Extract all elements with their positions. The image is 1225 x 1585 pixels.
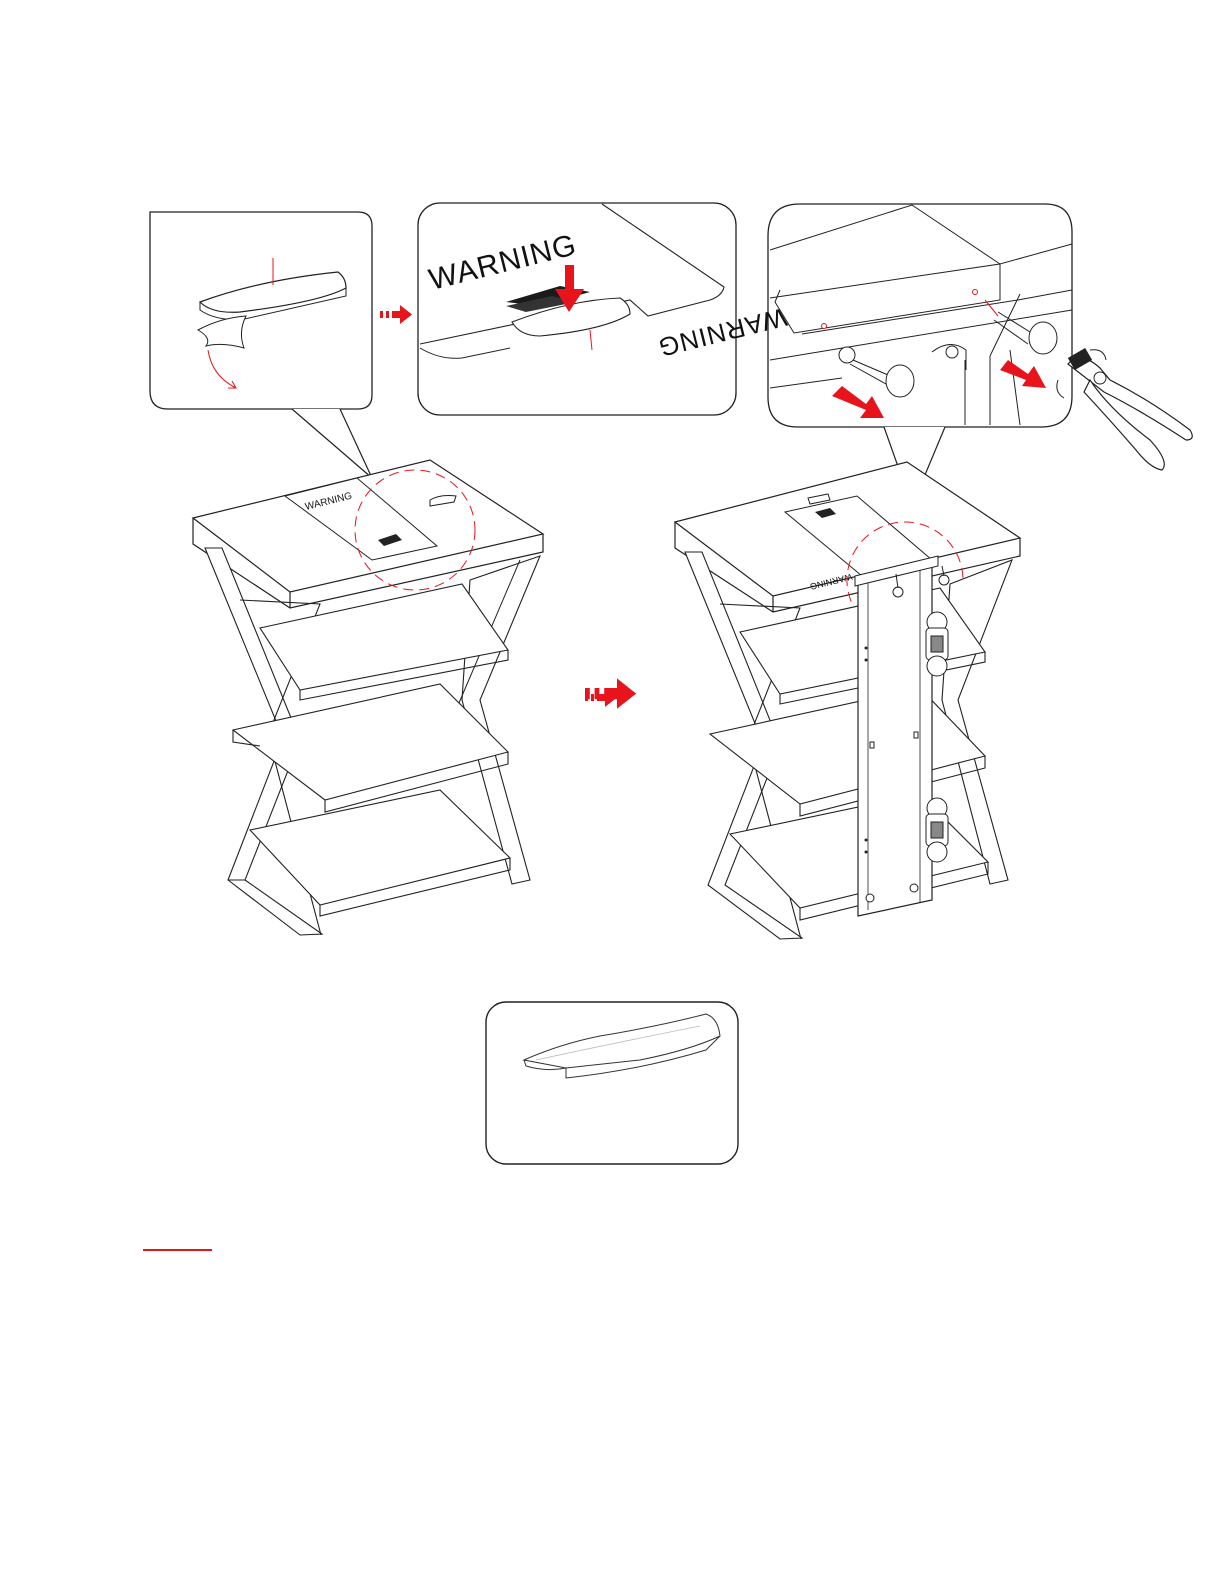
inset-peel-bumper bbox=[150, 212, 372, 478]
inset-installed-bumper bbox=[486, 1002, 738, 1164]
bracket-icon bbox=[926, 798, 948, 862]
inset-press-bumper: WARNING bbox=[418, 203, 736, 415]
step-arrow-icon bbox=[380, 305, 412, 324]
pliers-icon bbox=[1057, 348, 1192, 470]
table-before: WARNING bbox=[193, 460, 543, 935]
bracket-icon bbox=[926, 612, 948, 676]
table-after: WARNING bbox=[675, 462, 1020, 939]
